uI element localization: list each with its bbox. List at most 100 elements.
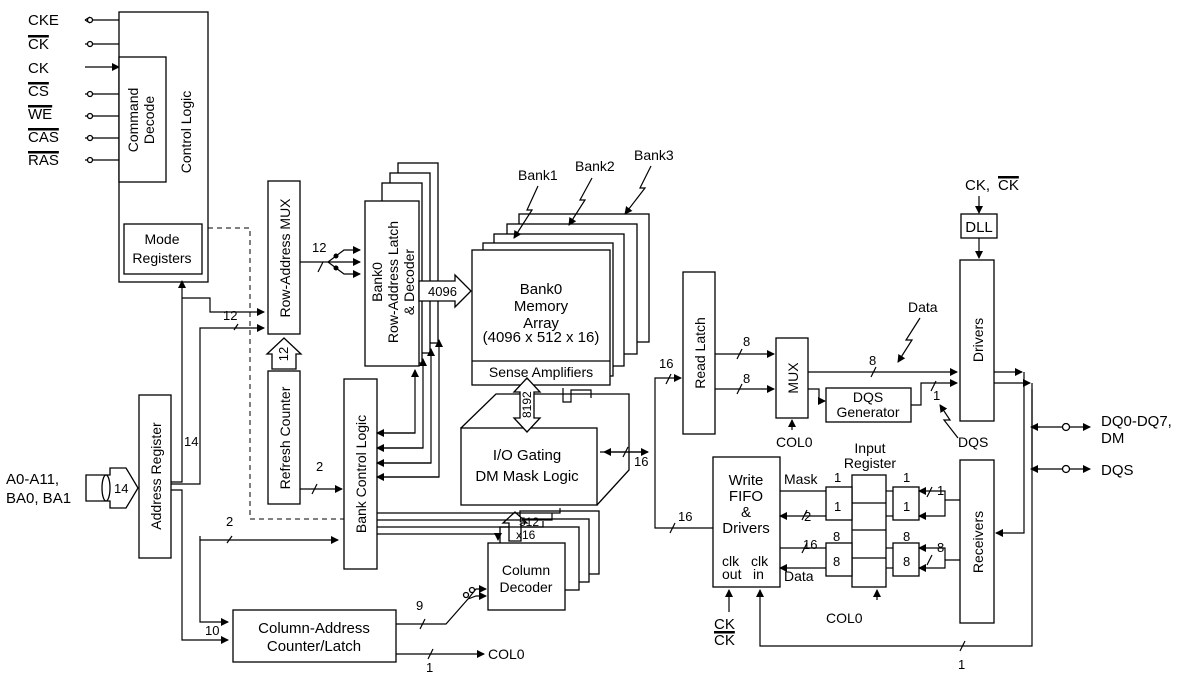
bus-width-4096: 4096: [428, 284, 457, 299]
bus-width-8-reg-c: 8: [903, 529, 910, 544]
dq-output-label-1: DQ0-DQ7,: [1101, 413, 1172, 430]
dll-block: CK, CK DLL: [960, 177, 1019, 259]
memory-array-label-4: (4096 x 512 x 16): [483, 329, 600, 346]
dll-label: DLL: [965, 219, 993, 236]
pin-ck-n-label: CK: [28, 36, 49, 53]
refresh-counter-label: Refresh Counter: [277, 386, 293, 489]
bank0-memory-array: [471, 249, 611, 386]
mask-label: Mask: [784, 471, 818, 487]
bus-width-1-reg-a: 1: [834, 470, 841, 485]
row-bus-12: 12: [300, 240, 361, 278]
bank2-label: Bank2: [575, 158, 615, 174]
bus-width-16-read: 16: [659, 356, 673, 371]
bus-width-1-recv: 1: [937, 483, 944, 498]
column-counter-label-1: Column-Address: [258, 620, 370, 637]
bus-width-8-data: 8: [869, 353, 876, 368]
col0-output-label: COL0: [488, 646, 525, 662]
mode-registers-block: [123, 223, 203, 275]
receivers-block: Receivers: [959, 459, 995, 624]
ck-bottom-label: CK: [714, 616, 735, 633]
bus-width-12-side: 12: [223, 308, 237, 323]
bus-width-8-b: 8: [743, 371, 750, 386]
mux-to-drivers: 8 Data: [808, 299, 958, 405]
sense-amplifiers-label: Sense Amplifiers: [489, 364, 593, 380]
bus-width-16-io: 16: [634, 454, 648, 469]
command-decode-label-2: Decode: [141, 96, 157, 144]
row-latch-block: [364, 200, 420, 367]
bus-width-12-row: 12: [312, 240, 326, 255]
bus-width-14-addr: 14: [114, 481, 128, 496]
write-fifo-label-1: Write: [729, 472, 764, 489]
clk-in-label-2: in: [753, 566, 764, 582]
write-fifo-label-4: Drivers: [722, 520, 770, 537]
array-bus-4096: 4096: [418, 273, 472, 309]
bank-control-logic-block: Bank Control Logic: [343, 378, 378, 570]
address-bus-lines: 14 12 2 10: [171, 280, 339, 644]
pin-we-label: WE: [28, 106, 52, 123]
io-data-paths: 16 16 16: [600, 356, 713, 534]
mux-block: MUX COL0: [775, 337, 813, 450]
clk-in-label-1: clk: [751, 553, 769, 569]
dqs-generator-label-2: Generator: [836, 404, 899, 420]
mode-registers-label-1: Mode: [144, 231, 179, 247]
io-gating-label-2: DM Mask Logic: [475, 468, 579, 485]
bus-width-8-recv: 8: [937, 540, 944, 555]
row-address-mux-block: Row-Address MUX: [267, 180, 301, 335]
bank-labels: Bank1 Bank2 Bank3: [513, 147, 674, 239]
mode-registers-label-2: Registers: [132, 250, 191, 266]
row-latch-stack: Bank0 Row-Address Latch & Decoder: [364, 162, 439, 367]
column-address-bus: 9 1 COL0: [396, 585, 525, 675]
read-to-mux: 8 8: [715, 334, 775, 395]
dqs-generator-label-1: DQS: [853, 389, 883, 405]
bus-width-1-reg-b: 1: [834, 499, 841, 514]
input-register-label-1: Input: [854, 440, 885, 456]
input-register-label-2: Register: [844, 455, 896, 471]
write-fifo-label-3: &: [741, 504, 751, 521]
drivers-block: Drivers: [959, 259, 995, 422]
dqs-generator-block: DQS Generator 1 DQS: [825, 379, 988, 450]
dq-output-label-2: DM: [1101, 430, 1124, 447]
io-gating-label-1: I/O Gating: [493, 447, 561, 464]
pin-ras-label: RAS: [28, 152, 59, 169]
col0-mux-label: COL0: [776, 434, 813, 450]
address-register-label: Address Register: [148, 422, 164, 530]
bus-width-512: 512: [519, 515, 539, 529]
bank3-label: Bank3: [634, 147, 674, 163]
bus-width-8-a: 8: [743, 334, 750, 349]
bus-width-8192: 8192: [520, 391, 534, 418]
control-logic-block: Command Decode Control Logic Mode Regist…: [118, 11, 209, 283]
memory-array-label-3: Array: [523, 315, 559, 332]
pin-cas-label: CAS: [28, 129, 59, 146]
pin-connectors: [84, 16, 120, 164]
read-latch-label: Read Latch: [692, 317, 708, 389]
bus-width-2-bank: 2: [316, 459, 323, 474]
bank1-label: Bank1: [518, 167, 558, 183]
col0-register-label: COL0: [826, 610, 863, 626]
write-fifo-block: Write FIFO & Drivers clk out clk in CK C…: [712, 456, 781, 649]
bus-width-14-bus: 14: [184, 434, 198, 449]
column-decoder-block: [487, 542, 566, 611]
row-latch-label-1: Bank0: [369, 262, 385, 302]
pin-cke-label: CKE: [28, 12, 59, 29]
row-address-mux-label: Row-Address MUX: [277, 198, 293, 318]
bank-select-lines: 2: [300, 339, 443, 495]
input-register-block: Input Register 1 1 1 1 8 8 8 8 COL0: [825, 440, 920, 626]
read-latch-block: Read Latch: [682, 271, 716, 435]
dqs-output-label: DQS: [1101, 462, 1134, 479]
bank-control-logic-label: Bank Control Logic: [353, 415, 369, 533]
pin-cs-label: CS: [28, 83, 49, 100]
command-decode-block: [118, 56, 167, 183]
receivers-label: Receivers: [970, 511, 986, 573]
address-input-label-2: BA0, BA1: [6, 490, 71, 507]
column-counter-label-2: Counter/Latch: [267, 638, 361, 655]
memory-array-label-2: Memory: [514, 298, 569, 315]
pin-ck-label: CK: [28, 60, 49, 77]
register-interconnects: Mask 2 16 Data 1 8: [779, 471, 960, 584]
address-register-block: Address Register: [138, 394, 172, 559]
refresh-bus-arrow: [265, 337, 303, 370]
io-gating-block: I/O Gating DM Mask Logic: [459, 393, 630, 506]
bus-width-2-mask: 2: [804, 509, 811, 524]
column-decoder-stack: Column Decoder: [487, 510, 600, 611]
ck-n-bottom-label: CK: [714, 632, 735, 649]
